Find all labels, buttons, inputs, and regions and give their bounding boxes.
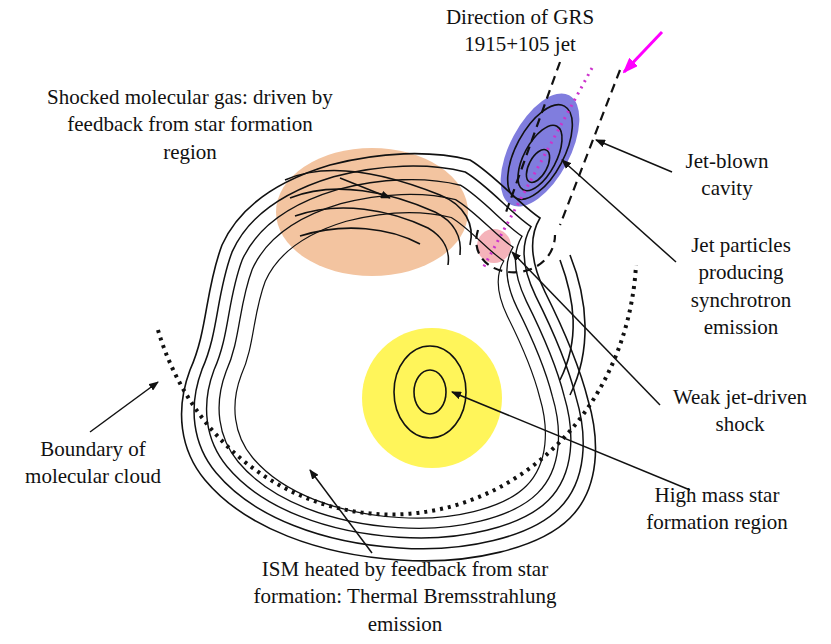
annotation-label: Shocked molecular gas: driven by feedbac…: [40, 84, 340, 166]
annotation-label: Jet-blown cavity: [672, 148, 782, 203]
annotation-label: ISM heated by feedback from star formati…: [245, 556, 565, 638]
annotation-label: Direction of GRS 1915+105 jet: [420, 4, 620, 59]
annotation-label: Boundary of molecular cloud: [8, 436, 178, 491]
annotation-label: High mass star formation region: [612, 482, 822, 537]
annotation-label: Weak jet-driven shock: [655, 384, 825, 439]
annotation-label: Jet particles producing synchrotron emis…: [676, 232, 806, 341]
